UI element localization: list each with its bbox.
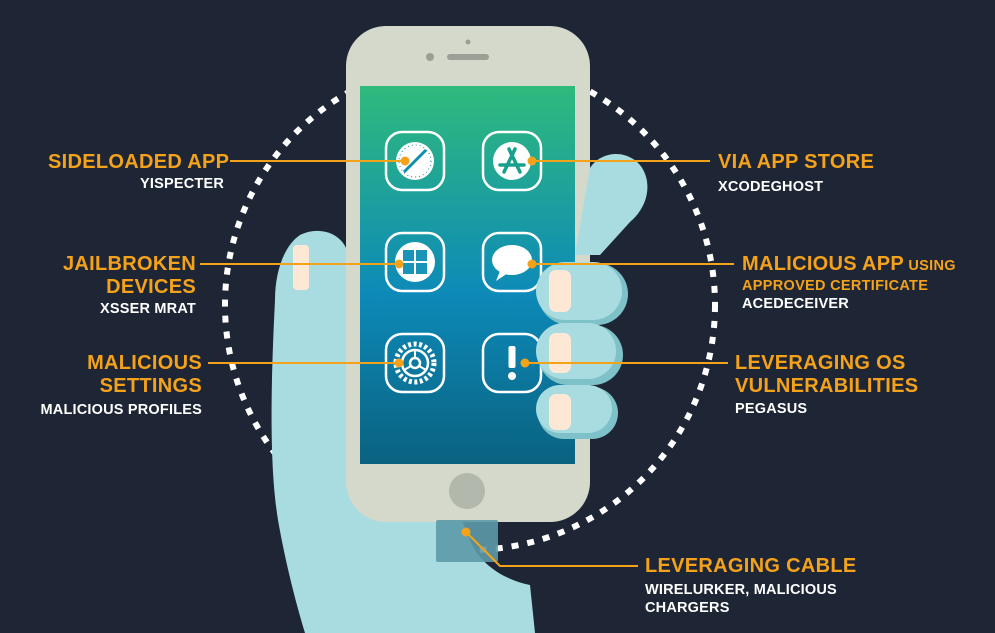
front-camera <box>426 53 434 61</box>
speaker <box>447 54 489 60</box>
cable-title: LEVERAGING CABLE <box>645 555 857 577</box>
home-button <box>449 473 485 509</box>
settings-title-line2: SETTINGS <box>99 375 202 397</box>
jailbroken-sub: XSSER MRAT <box>100 301 196 317</box>
cable-sub: WIRELURKER, MALICIOUS CHARGERS <box>645 581 837 617</box>
settings-title: MALICIOUS SETTINGS <box>40 352 202 398</box>
connector-lines <box>200 160 734 567</box>
messages-icon <box>481 231 543 293</box>
jailbroken-title: JAILBROKEN DEVICES <box>40 253 196 299</box>
os-title-line1: LEVERAGING OS <box>735 352 906 374</box>
malicious-app-title-main: MALICIOUS APP <box>742 253 905 275</box>
hand-fingers <box>536 153 648 439</box>
settings-sub: MALICIOUS PROFILES <box>40 402 202 418</box>
jailbroken-title-line1: JAILBROKEN <box>62 253 196 275</box>
hand-back <box>271 230 535 633</box>
malicious-app-title-line2: APPROVED CERTIFICATE <box>742 278 929 294</box>
settings-title-line1: MALICIOUS <box>87 352 202 374</box>
os-title: LEVERAGING OS VULNERABILITIES <box>735 352 918 398</box>
settings-icon <box>384 332 446 394</box>
connector-cable <box>465 531 638 567</box>
sideloaded-sub: YISPECTER <box>140 176 224 192</box>
cydia-icon <box>384 231 446 293</box>
app-store-sub: XCODEGHOST <box>718 179 824 195</box>
app-store-title: VIA APP STORE <box>718 151 875 173</box>
os-title-line2: VULNERABILITIES <box>735 375 919 397</box>
jailbroken-title-line2: DEVICES <box>106 276 196 298</box>
charging-cable <box>436 520 498 562</box>
malicious-app-sub: ACEDECEIVER <box>742 296 849 312</box>
sideloaded-title: SIDELOADED APP <box>48 151 230 173</box>
connector-dots <box>394 156 537 537</box>
malicious-app-title: MALICIOUS APP USING APPROVED CERTIFICATE <box>742 253 956 295</box>
cable-sub-line1: WIRELURKER, MALICIOUS <box>645 582 837 598</box>
os-sub: PEGASUS <box>735 401 808 417</box>
malicious-app-title-using: USING <box>904 258 956 274</box>
cable-sub-line2: CHARGERS <box>645 600 730 616</box>
